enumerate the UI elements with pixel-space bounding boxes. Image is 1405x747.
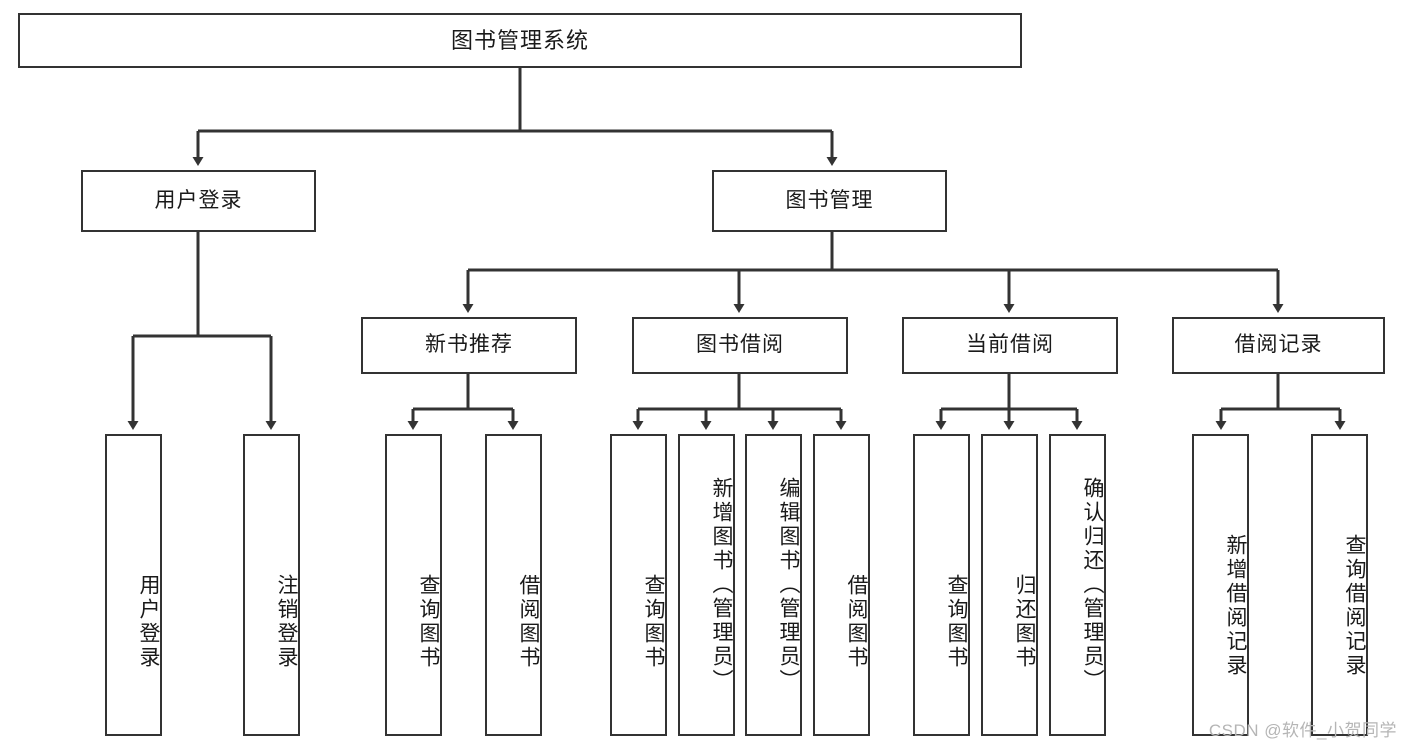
node-label: 编辑图书（管理员） (777, 477, 800, 693)
node-new-book-recommend[interactable]: 新书推荐 (361, 317, 577, 374)
node-label: 图书借阅 (696, 333, 784, 357)
node-label: 查询借阅记录 (1343, 534, 1366, 678)
node-label: 确认归还（管理员） (1081, 477, 1104, 693)
node-root-system[interactable]: 图书管理系统 (18, 13, 1022, 68)
leaf-recommend-borrow-book[interactable]: 借阅图书 (485, 434, 542, 736)
node-user-login[interactable]: 用户登录 (81, 170, 316, 232)
node-book-borrow[interactable]: 图书借阅 (632, 317, 848, 374)
leaf-current-confirm-return-admin[interactable]: 确认归还（管理员） (1049, 434, 1106, 736)
node-label: 查询图书 (642, 574, 665, 670)
node-label: 图书管理系统 (450, 27, 589, 53)
node-label: 用户登录 (137, 574, 160, 670)
node-label: 用户登录 (154, 188, 243, 212)
node-current-borrow[interactable]: 当前借阅 (902, 317, 1118, 374)
leaf-record-add-record[interactable]: 新增借阅记录 (1192, 434, 1249, 736)
node-label: 查询图书 (417, 574, 440, 670)
leaf-borrow-add-book-admin[interactable]: 新增图书（管理员） (678, 434, 735, 736)
leaf-current-return-book[interactable]: 归还图书 (981, 434, 1038, 736)
leaf-borrow-query-book[interactable]: 查询图书 (610, 434, 667, 736)
node-label: 归还图书 (1013, 574, 1036, 670)
leaf-current-query-book[interactable]: 查询图书 (913, 434, 970, 736)
node-label: 图书管理 (785, 188, 874, 212)
node-label: 借阅图书 (517, 574, 540, 670)
watermark-text: CSDN @软件_小贺同学 (1208, 721, 1397, 740)
leaf-user-login-logout[interactable]: 注销登录 (243, 434, 300, 736)
node-label: 新增借阅记录 (1224, 534, 1247, 678)
leaf-borrow-edit-book-admin[interactable]: 编辑图书（管理员） (745, 434, 802, 736)
node-label: 新增图书（管理员） (710, 477, 733, 693)
node-label: 借阅图书 (845, 574, 868, 670)
node-label: 查询图书 (945, 574, 968, 670)
node-label: 新书推荐 (425, 333, 513, 357)
node-label: 当前借阅 (966, 333, 1054, 357)
leaf-record-query-record[interactable]: 查询借阅记录 (1311, 434, 1368, 736)
node-label: 注销登录 (275, 574, 298, 670)
node-borrow-record[interactable]: 借阅记录 (1172, 317, 1385, 374)
leaf-borrow-borrow-book[interactable]: 借阅图书 (813, 434, 870, 736)
node-label: 借阅记录 (1234, 333, 1323, 357)
leaf-recommend-query-book[interactable]: 查询图书 (385, 434, 442, 736)
leaf-user-login-login[interactable]: 用户登录 (105, 434, 162, 736)
node-book-management[interactable]: 图书管理 (712, 170, 947, 232)
